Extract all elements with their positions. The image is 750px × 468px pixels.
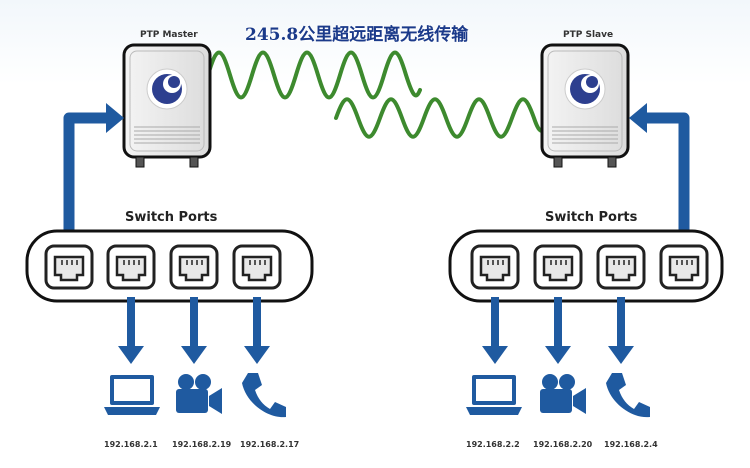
right-port-1 [470, 244, 520, 290]
left-port-3 [232, 244, 282, 290]
slave-uplink-arrow [641, 112, 690, 250]
left-port-2 [169, 244, 219, 290]
diagram-title: 245.8公里超远距离无线传输 [245, 25, 469, 45]
right-port-3 [596, 244, 646, 290]
right-port-2 [533, 244, 583, 290]
right-switch-label: Switch Ports [545, 210, 638, 225]
laptop-icon [466, 375, 522, 415]
video-camera-icon [540, 374, 586, 414]
ip-address-label: 192.168.2.4 [604, 440, 658, 449]
ip-address-label: 192.168.2.17 [240, 440, 300, 449]
master-uplink-arrow [63, 112, 112, 250]
phone-icon [242, 373, 286, 418]
laptop-icon [104, 375, 160, 415]
wireless-wave-lower [334, 97, 547, 139]
ptp-master-radio [122, 43, 212, 169]
ip-address-label: 192.168.2.19 [172, 440, 232, 449]
ip-address-label: 192.168.2.2 [466, 440, 520, 449]
downlink-arrow-head [545, 346, 571, 364]
downlink-arrow-head [118, 346, 144, 364]
downlink-arrow-head [181, 346, 207, 364]
slave-uplink-arrow-head [629, 103, 647, 133]
wireless-wave-upper [206, 50, 422, 100]
ptp-slave-label: PTP Slave [563, 30, 614, 40]
ip-address-label: 192.168.2.1 [104, 440, 158, 449]
ip-address-label: 192.168.2.20 [533, 440, 593, 449]
downlink-arrow-head [482, 346, 508, 364]
downlink-arrow-head [608, 346, 634, 364]
master-uplink-arrow-head [106, 103, 124, 133]
ptp-slave-radio [540, 43, 630, 169]
right-port-uplink [659, 244, 709, 290]
left-port-1 [106, 244, 156, 290]
left-switch-label: Switch Ports [125, 210, 218, 225]
phone-icon [606, 373, 650, 418]
downlink-arrow-head [244, 346, 270, 364]
ptp-master-label: PTP Master [140, 30, 198, 40]
left-port-uplink [44, 244, 94, 290]
video-camera-icon [176, 374, 222, 414]
